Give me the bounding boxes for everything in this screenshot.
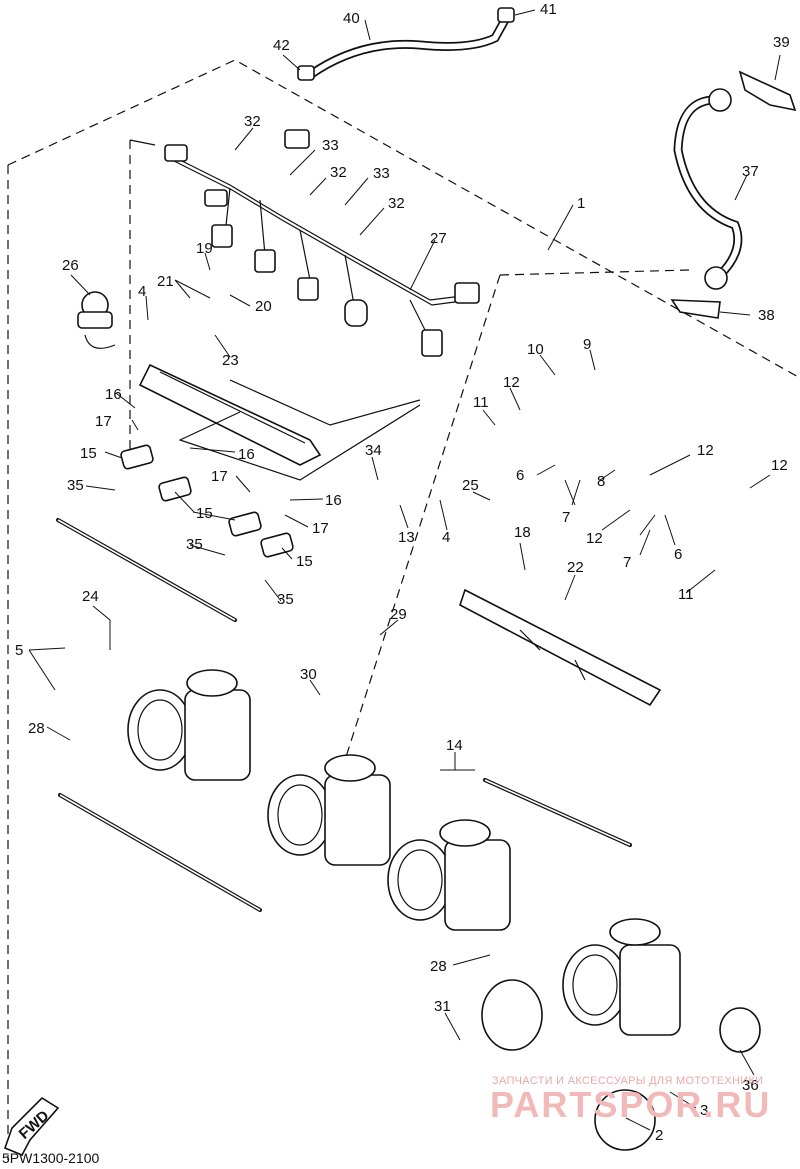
callout-23: 23 bbox=[222, 352, 239, 369]
callout-11: 11 bbox=[678, 586, 694, 603]
callout-28: 28 bbox=[430, 958, 447, 975]
fuel-hose-40 bbox=[297, 7, 515, 81]
callout-12: 12 bbox=[771, 457, 788, 474]
callout-32: 32 bbox=[244, 113, 261, 130]
callout-labels: 1 2 3 4 4 5 6 6 7 7 8 9 10 11 11 12 12 1… bbox=[15, 1, 790, 1144]
callout-32: 32 bbox=[388, 195, 405, 212]
callout-9: 9 bbox=[583, 336, 591, 353]
callout-7: 7 bbox=[562, 509, 570, 526]
callout-21: 21 bbox=[157, 273, 174, 290]
callout-33: 33 bbox=[373, 165, 390, 182]
vacuum-hose-37 bbox=[670, 70, 797, 319]
callout-25: 25 bbox=[462, 477, 479, 494]
callout-12: 12 bbox=[503, 374, 520, 391]
callout-17: 17 bbox=[211, 468, 228, 485]
callout-16: 16 bbox=[105, 386, 122, 403]
callout-33: 33 bbox=[322, 137, 339, 154]
callout-15: 15 bbox=[80, 445, 97, 462]
callout-16: 16 bbox=[325, 492, 342, 509]
assembly-outline bbox=[7, 59, 800, 1160]
callout-4: 4 bbox=[442, 529, 450, 546]
callout-35: 35 bbox=[186, 536, 203, 553]
callout-12: 12 bbox=[586, 530, 603, 547]
air-funnel-cover bbox=[481, 979, 761, 1151]
callout-36: 36 bbox=[742, 1077, 759, 1094]
callout-31: 31 bbox=[434, 998, 451, 1015]
callout-29: 29 bbox=[390, 606, 407, 623]
callout-4: 4 bbox=[138, 283, 146, 300]
callout-3: 3 bbox=[700, 1102, 708, 1119]
callout-1: 1 bbox=[577, 195, 585, 212]
callout-15: 15 bbox=[296, 553, 313, 570]
callout-leaders bbox=[28, 9, 781, 1131]
callout-7: 7 bbox=[623, 554, 631, 571]
callout-18: 18 bbox=[514, 524, 531, 541]
wire-harness bbox=[164, 129, 480, 357]
callout-27: 27 bbox=[430, 230, 447, 247]
throttle-body-2 bbox=[267, 754, 391, 866]
fwd-arrow: FWD bbox=[3, 1096, 60, 1157]
callout-19: 19 bbox=[196, 240, 213, 257]
callout-34: 34 bbox=[365, 442, 382, 459]
pressure-sensor bbox=[77, 291, 116, 349]
callout-5: 5 bbox=[15, 642, 23, 659]
callout-35: 35 bbox=[277, 591, 294, 608]
callout-22: 22 bbox=[567, 559, 584, 576]
callout-8: 8 bbox=[597, 473, 605, 490]
throttle-body-4 bbox=[562, 918, 681, 1036]
callout-15: 15 bbox=[196, 505, 213, 522]
callout-20: 20 bbox=[255, 298, 272, 315]
diagram-code: 5PW1300-2100 bbox=[2, 1150, 100, 1166]
watermark-logo: PARTSPOR.RU bbox=[490, 1084, 772, 1125]
callout-41: 41 bbox=[540, 1, 557, 18]
callout-2: 2 bbox=[655, 1127, 663, 1144]
watermark-tagline: ЗАПЧАСТИ И АКСЕССУАРЫ ДЛЯ МОТОТЕХНИКИ bbox=[492, 1075, 764, 1087]
link-plate bbox=[459, 588, 662, 707]
callout-30: 30 bbox=[300, 666, 317, 683]
callout-17: 17 bbox=[95, 413, 112, 430]
callout-24: 24 bbox=[82, 588, 99, 605]
callout-42: 42 bbox=[273, 37, 290, 54]
callout-35: 35 bbox=[67, 477, 84, 494]
callout-40: 40 bbox=[343, 10, 360, 27]
callout-39: 39 bbox=[773, 34, 790, 51]
throttle-body-1 bbox=[127, 669, 251, 781]
throttle-body-3 bbox=[387, 819, 511, 931]
callout-32: 32 bbox=[330, 164, 347, 181]
callout-17: 17 bbox=[312, 520, 329, 537]
callout-12: 12 bbox=[697, 442, 714, 459]
fuel-rail bbox=[138, 363, 421, 481]
fuel-injector bbox=[120, 444, 294, 558]
callout-14: 14 bbox=[446, 737, 463, 754]
callout-38: 38 bbox=[758, 307, 775, 324]
callout-6: 6 bbox=[516, 467, 524, 484]
callout-26: 26 bbox=[62, 257, 79, 274]
callout-10: 10 bbox=[527, 341, 544, 358]
callout-13: 13 bbox=[398, 529, 415, 546]
long-bolt bbox=[56, 518, 632, 912]
callout-28: 28 bbox=[28, 720, 45, 737]
callout-37: 37 bbox=[742, 163, 759, 180]
callout-6: 6 bbox=[674, 546, 682, 563]
callout-11: 11 bbox=[473, 394, 489, 411]
callout-16: 16 bbox=[238, 446, 255, 463]
